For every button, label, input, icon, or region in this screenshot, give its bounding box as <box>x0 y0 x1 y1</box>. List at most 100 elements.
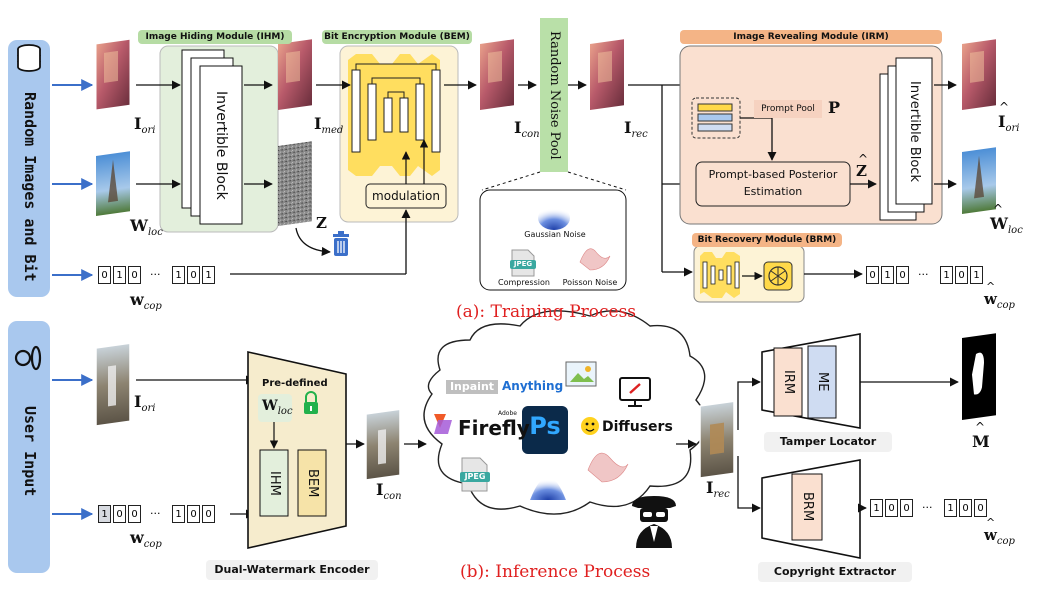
bit-cell: 0 <box>974 499 987 517</box>
encoder-bem-label: BEM <box>305 468 320 498</box>
w-cop-hat-accent: ^ <box>986 280 996 293</box>
extractor-title: Copyright Extractor <box>758 562 912 582</box>
gaussian-noise-icon <box>538 206 570 230</box>
symbol-inf-w-cop: wcop <box>130 528 162 551</box>
bit-cell: 0 <box>128 505 141 523</box>
symbol-inf-i-con: Icon <box>376 480 402 503</box>
residual-noise-z <box>278 141 312 226</box>
modulation-label: modulation <box>372 189 440 203</box>
z-hat-accent: ^ <box>858 152 869 166</box>
bit-ellipsis: ··· <box>150 507 161 520</box>
bit-cell: 1 <box>172 505 185 523</box>
symbol-z: Z <box>316 214 327 232</box>
bit-cell: 0 <box>866 266 879 284</box>
locator-irm-block <box>773 347 803 417</box>
side-panel-top-label: Random Images and Bit <box>21 92 39 282</box>
jpeg-label: JPEG <box>513 260 533 268</box>
image-i-ori <box>95 38 131 111</box>
symbol-m-hat: M <box>972 432 990 451</box>
bit-cell: 1 <box>944 499 957 517</box>
side-panel-bottom-label: User Input <box>21 405 39 497</box>
irm-invertible-stack <box>879 57 933 221</box>
bem-unet-icon <box>348 54 441 176</box>
diffusers-label: Diffusers <box>602 419 673 435</box>
bit-cell: 0 <box>128 266 141 284</box>
predefined-w-loc-box <box>258 394 292 422</box>
irm-invertible-label: Invertible Block <box>907 80 922 182</box>
ihm-invertible-stack <box>181 49 243 225</box>
bit-cell: 0 <box>202 505 215 523</box>
symbol-w-loc: Wloc <box>130 216 163 239</box>
inpaint-badge <box>446 380 498 394</box>
encoder-ihm-block <box>259 449 289 517</box>
w-loc-hat-accent: ^ <box>993 202 1004 216</box>
bit-cell: 0 <box>113 505 126 523</box>
symbol-inf-i-ori: Iori <box>134 392 156 415</box>
image-inf-i-con <box>365 408 401 481</box>
bit-cell: 1 <box>970 266 983 284</box>
random-noise-pool <box>540 18 568 172</box>
noise-pool-label: Random Noise Pool <box>547 30 562 160</box>
inference-poisson-icon <box>587 452 629 483</box>
prompt-pool-label: Prompt Pool <box>754 100 822 118</box>
symbol-w-cop-hat: wcop <box>984 290 1015 311</box>
monitor-icon <box>619 377 651 407</box>
trash-icon <box>333 231 349 256</box>
locator-me-label: ME <box>815 372 830 392</box>
symbol-i-con: Icon <box>514 118 540 141</box>
encoder-title: Dual-Watermark Encoder <box>206 560 378 580</box>
bit-cell: 0 <box>896 266 909 284</box>
bit-ellipsis: ··· <box>150 268 161 281</box>
inf-w-cop-hat-accent: ^ <box>986 516 996 529</box>
stack-icon <box>17 44 41 72</box>
hugging-face-icon <box>581 417 599 435</box>
bit-cell: 1 <box>940 266 953 284</box>
symbol-w-cop: wcop <box>130 290 162 313</box>
brm-unet-icon <box>700 252 740 298</box>
tamper-mask-image <box>962 333 996 420</box>
irm-tag: Image Revealing Module (IRM) <box>680 30 942 44</box>
training-caption: (a): Training Process <box>456 302 637 322</box>
attacker-icon <box>632 496 676 548</box>
i-ori-hat-accent: ^ <box>999 100 1010 114</box>
noise-examples-panel <box>479 189 627 291</box>
symbol-i-ori-hat: Iori <box>998 112 1020 135</box>
lock-icon <box>304 391 318 414</box>
ihm-tag: Image Hiding Module (IHM) <box>138 30 292 44</box>
bit-cell: 1 <box>881 266 894 284</box>
image-i-con <box>480 39 514 110</box>
encoder-bem-block <box>297 449 327 517</box>
posterior-label: Prompt-based Posterior Estimation <box>708 168 838 198</box>
brm-tag: Bit Recovery Module (BRM) <box>692 233 842 247</box>
bit-cell: 1 <box>98 505 111 523</box>
bit-ellipsis: ··· <box>918 268 929 281</box>
image-inf-i-rec <box>699 400 735 479</box>
adobe-label: Adobe <box>498 410 517 417</box>
image-w-loc <box>96 151 130 216</box>
firefly-label: Firefly <box>458 416 530 440</box>
inpaint-label: Inpaint <box>449 380 495 393</box>
bit-cell: 1 <box>172 266 185 284</box>
poisson-noise-label: Poisson Noise <box>562 278 618 287</box>
bem-tag: Bit Encryption Module (BEM) <box>322 30 472 44</box>
symbol-p: P <box>828 98 841 117</box>
bit-cell: 0 <box>955 266 968 284</box>
bit-cell: 0 <box>959 499 972 517</box>
firefly-logo-icon <box>434 414 452 434</box>
compression-label: Compression <box>498 278 550 287</box>
image-i-rec <box>590 39 624 110</box>
locator-me-block <box>807 345 837 419</box>
inference-jpeg-icon <box>460 457 490 492</box>
image-w-loc-hat <box>962 147 996 214</box>
bit-cell: 0 <box>900 499 913 517</box>
inference-jpeg-label: JPEG <box>464 472 486 481</box>
encoder-w-loc-symbol: Wloc <box>262 398 293 417</box>
anything-label: Anything <box>502 379 564 393</box>
image-edit-icon <box>565 361 597 387</box>
inference-gaussian-icon <box>530 477 566 500</box>
extractor-brm-block <box>791 473 823 541</box>
bit-cell: 0 <box>885 499 898 517</box>
bit-cell: 0 <box>187 505 200 523</box>
